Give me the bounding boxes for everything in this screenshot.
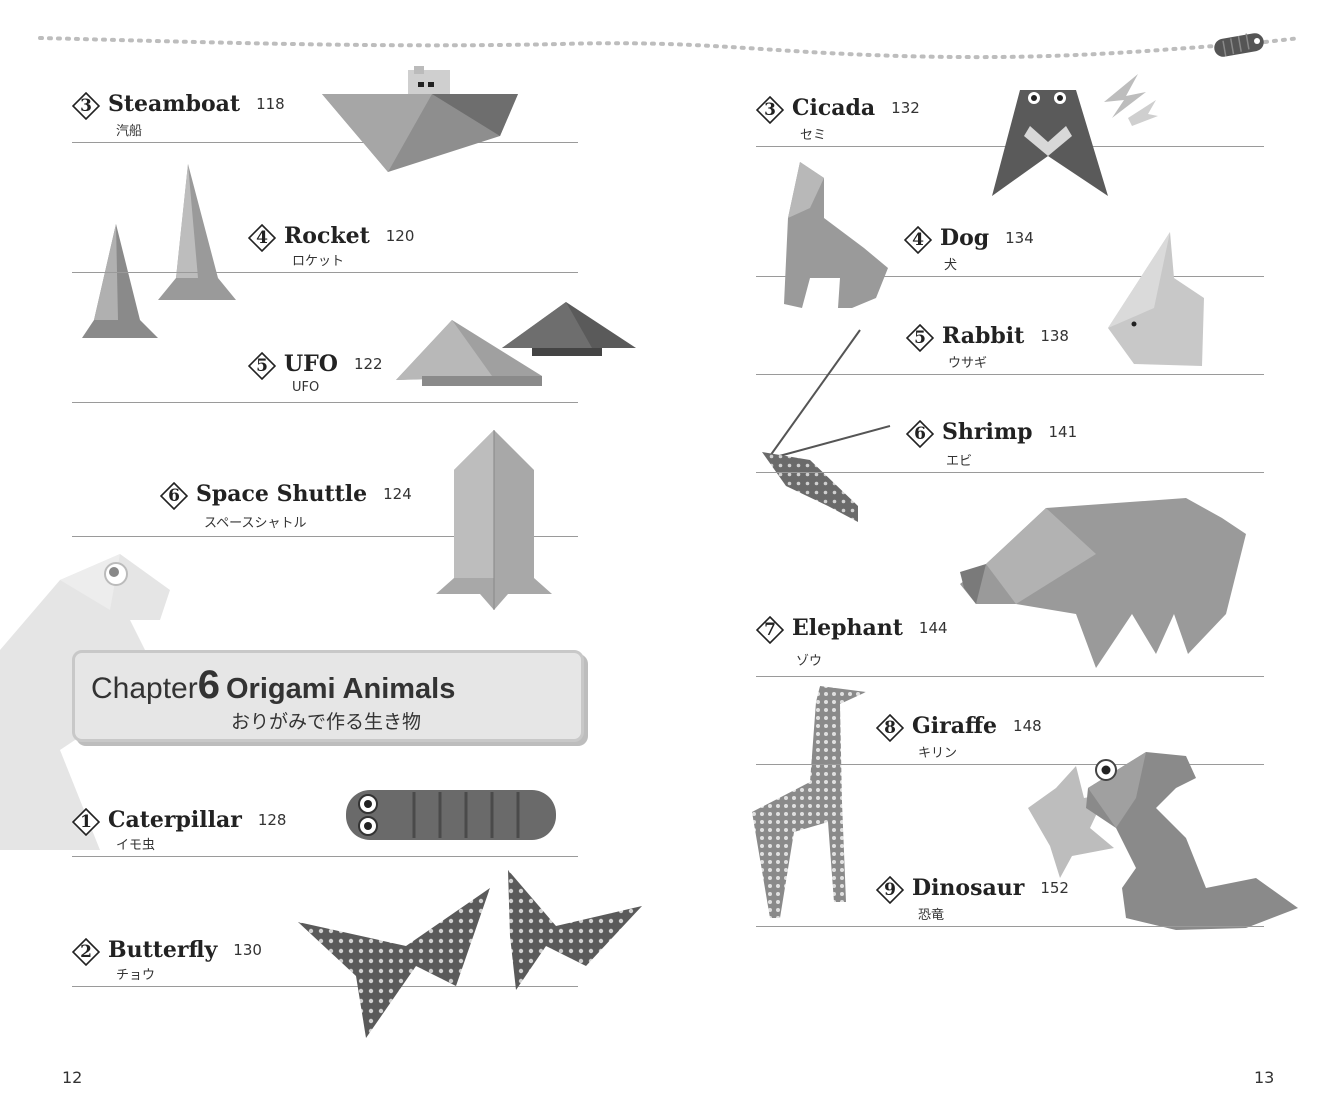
chapter-subtitle: おりがみで作る生き物 bbox=[231, 711, 422, 733]
rabbit-origami-illustration bbox=[1108, 232, 1204, 366]
entry-japanese-name: セミ bbox=[800, 128, 827, 143]
entry-japanese-name: UFO bbox=[292, 380, 320, 395]
entry-japanese-name: エビ bbox=[946, 454, 973, 469]
entry-title: Shrimp bbox=[942, 419, 1033, 445]
entry-page-number: 144 bbox=[918, 619, 948, 637]
entry-number-badge: 6 bbox=[906, 420, 934, 448]
entry-page-number: 148 bbox=[1013, 717, 1042, 735]
entry-page-number: 120 bbox=[385, 227, 415, 245]
entry-title: Dog bbox=[940, 225, 990, 251]
toc-entry-shrimp[interactable]: 6 Shrimp 141 bbox=[906, 418, 1077, 448]
entry-number-badge: 3 bbox=[756, 96, 784, 124]
divider-line bbox=[756, 926, 1264, 927]
rocket-origami-illustration bbox=[82, 164, 236, 338]
entry-number-badge: 4 bbox=[248, 224, 276, 252]
cicada-origami-illustration bbox=[992, 90, 1108, 196]
entry-number-badge: 4 bbox=[904, 226, 932, 254]
toc-entry-caterpillar[interactable]: 1 Caterpillar 128 bbox=[72, 806, 286, 836]
toc-entry-dog[interactable]: 4 Dog 134 bbox=[904, 224, 1034, 254]
space-shuttle-origami-illustration bbox=[436, 430, 552, 610]
dog-origami-illustration bbox=[784, 162, 888, 308]
entry-page-number: 132 bbox=[891, 99, 920, 117]
ufo-origami-illustration bbox=[396, 302, 636, 386]
small-caterpillar-illustration bbox=[1214, 33, 1264, 57]
entry-page-number: 141 bbox=[1048, 423, 1078, 441]
entry-japanese-name: チョウ bbox=[116, 968, 156, 983]
entry-page-number: 152 bbox=[1040, 879, 1069, 897]
entry-page-number: 128 bbox=[257, 811, 287, 829]
entry-title: Rabbit bbox=[942, 323, 1025, 349]
caterpillar-origami-illustration bbox=[346, 790, 556, 840]
dotted-wave-decoration bbox=[38, 36, 1302, 60]
giraffe-origami-illustration bbox=[752, 686, 866, 918]
entry-number-badge: 5 bbox=[248, 352, 276, 380]
divider-line bbox=[72, 986, 578, 987]
divider-line bbox=[756, 764, 1264, 765]
divider-line bbox=[72, 856, 578, 857]
divider-line bbox=[756, 276, 1264, 277]
divider-line bbox=[72, 402, 578, 403]
entry-title: Giraffe bbox=[912, 713, 998, 739]
entry-number-badge: 5 bbox=[906, 324, 934, 352]
toc-entry-dinosaur[interactable]: 9 Dinosaur 152 bbox=[876, 874, 1069, 904]
dinosaur-origami-illustration bbox=[1028, 752, 1298, 930]
entry-title: Steamboat bbox=[108, 91, 241, 117]
entry-japanese-name: イモ虫 bbox=[116, 838, 156, 853]
entry-japanese-name: スペースシャトル bbox=[204, 516, 307, 531]
entry-number-badge: 2 bbox=[72, 938, 100, 966]
divider-line bbox=[72, 272, 578, 273]
entry-title: Cicada bbox=[792, 95, 876, 121]
toc-entry-rabbit[interactable]: 5 Rabbit 138 bbox=[906, 322, 1069, 352]
entry-japanese-name: キリン bbox=[918, 746, 958, 761]
toc-entry-cicada[interactable]: 3 Cicada 132 bbox=[756, 94, 920, 124]
entry-japanese-name: 犬 bbox=[944, 258, 958, 273]
entry-title: Butterfly bbox=[108, 937, 218, 963]
entry-japanese-name: 汽船 bbox=[116, 124, 143, 139]
toc-entry-ufo[interactable]: 5 UFO 122 bbox=[248, 350, 383, 380]
entry-number-badge: 8 bbox=[876, 714, 904, 742]
entry-japanese-name: ゾウ bbox=[796, 654, 823, 669]
page-number-right: 13 bbox=[1254, 1068, 1275, 1087]
entry-page-number: 118 bbox=[256, 95, 285, 113]
entry-number-badge: 1 bbox=[72, 808, 100, 836]
entry-page-number: 130 bbox=[233, 941, 262, 959]
toc-entry-elephant[interactable]: 7 Elephant 144 bbox=[756, 614, 948, 644]
divider-line bbox=[756, 374, 1264, 375]
shrimp-origami-illustration bbox=[762, 329, 891, 522]
entry-title: Elephant bbox=[792, 615, 903, 641]
entry-number-badge: 6 bbox=[160, 482, 188, 510]
entry-title: Caterpillar bbox=[108, 807, 242, 833]
entry-number-badge: 3 bbox=[72, 92, 100, 120]
entry-number-badge: 9 bbox=[876, 876, 904, 904]
entry-title: UFO bbox=[284, 351, 338, 377]
entry-number-badge: 7 bbox=[756, 616, 784, 644]
divider-line bbox=[756, 676, 1264, 677]
elephant-origami-illustration bbox=[960, 498, 1246, 668]
toc-entry-steamboat[interactable]: 3 Steamboat 118 bbox=[72, 90, 285, 120]
entry-page-number: 134 bbox=[1005, 229, 1034, 247]
toc-entry-giraffe[interactable]: 8 Giraffe 148 bbox=[876, 712, 1042, 742]
entry-page-number: 138 bbox=[1040, 327, 1069, 345]
page-number-left: 12 bbox=[62, 1068, 83, 1087]
toc-entry-butterfly[interactable]: 2 Butterfly 130 bbox=[72, 936, 262, 966]
entry-japanese-name: ロケット bbox=[292, 254, 345, 269]
entry-page-number: 124 bbox=[383, 485, 412, 503]
sound-burst-icon bbox=[1104, 74, 1158, 126]
toc-entry-rocket[interactable]: 4 Rocket 120 bbox=[248, 222, 414, 252]
toc-entry-space-shuttle[interactable]: 6 Space Shuttle 124 bbox=[160, 480, 412, 510]
divider-line bbox=[72, 142, 578, 143]
steamboat-origami-illustration bbox=[322, 66, 518, 172]
entry-japanese-name: 恐竜 bbox=[918, 908, 945, 923]
entry-page-number: 122 bbox=[353, 355, 383, 373]
entry-title: Dinosaur bbox=[912, 875, 1025, 901]
butterfly-origami-illustration bbox=[298, 870, 642, 1038]
entry-japanese-name: ウサギ bbox=[948, 356, 988, 371]
entry-title: Rocket bbox=[284, 223, 370, 249]
divider-line bbox=[72, 536, 578, 537]
entry-title: Space Shuttle bbox=[196, 481, 368, 507]
divider-line bbox=[756, 472, 1264, 473]
